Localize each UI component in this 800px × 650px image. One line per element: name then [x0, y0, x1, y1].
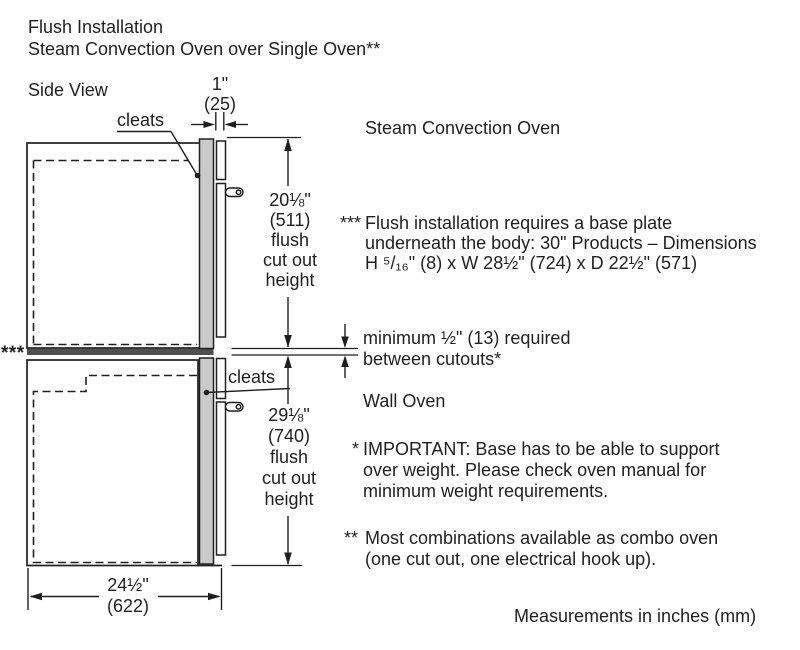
dim-label-door-gap: 1" (25): [190, 74, 250, 114]
lower-cutout-outline: [26, 359, 199, 567]
page-title-line1: Flush Installation: [28, 17, 164, 37]
upper-height-mm: (511): [269, 210, 311, 230]
note-base-plate-prefix: ***: [340, 213, 362, 233]
dim-door-protrusion: [191, 112, 248, 131]
lower-oven-cutout: [26, 359, 222, 567]
units-footer: Measurements in inches (mm): [514, 606, 757, 626]
upper-height-inches: 20⅛": [269, 190, 311, 210]
cleats-label-upper: cleats: [117, 110, 165, 130]
lower-cleats-leader: [203, 387, 291, 396]
dim-door-gap-mm: (25): [203, 94, 236, 114]
dim-label-upper-height: 20⅛" (511) flush cut out height: [250, 190, 330, 290]
dim-upper-cutout-height: [227, 136, 301, 348]
base-plate-bar: [27, 348, 214, 355]
upper-oven-door: [215, 140, 244, 338]
dim-door-gap-inches: 1": [211, 74, 229, 94]
upper-cleats-leader: [117, 130, 201, 179]
lower-oven-body-dashed: [32, 374, 197, 564]
upper-cleat-panel: [198, 138, 215, 350]
note-combo: Most combinations available as combo ove…: [365, 528, 719, 569]
upper-cutout-outline: [26, 142, 201, 349]
width-inches: 24½": [107, 575, 149, 595]
dim-label-width: 24½" (622): [88, 575, 168, 617]
lower-height-mm: (740): [267, 426, 311, 446]
wall-oven-label: Wall Oven: [363, 391, 446, 411]
steam-oven-label: Steam Convection Oven: [365, 118, 561, 138]
side-view-label: Side View: [28, 80, 108, 100]
note-min-gap: minimum ½" (13) required between cutouts…: [363, 328, 571, 369]
upper-oven-body-dashed: [32, 159, 197, 346]
cleats-label-lower: cleats: [228, 367, 276, 387]
base-plate-marker: ***: [1, 343, 25, 364]
cutout-gap-lines: [231, 347, 358, 356]
min-gap-arrows: [341, 324, 349, 378]
upper-oven-cutout: [26, 142, 201, 349]
lower-cleat-panel: [198, 357, 215, 565]
width-mm: (622): [106, 596, 150, 616]
lower-oven-door: [215, 357, 244, 556]
lower-height-inches: 29⅛": [268, 405, 310, 425]
dim-label-lower-height: 29⅛" (740) flush cut out height: [249, 405, 329, 510]
note-important-prefix: *: [352, 439, 360, 459]
note-combo-prefix: **: [344, 528, 359, 548]
page-title-line2: Steam Convection Oven over Single Oven**: [28, 39, 381, 59]
note-important: IMPORTANT: Base has to be able to suppor…: [363, 439, 720, 501]
dim-lower-cutout-height: [231, 355, 302, 567]
dim-cutout-width: [27, 568, 223, 610]
note-base-plate: Flush installation requires a base plate…: [365, 213, 757, 273]
